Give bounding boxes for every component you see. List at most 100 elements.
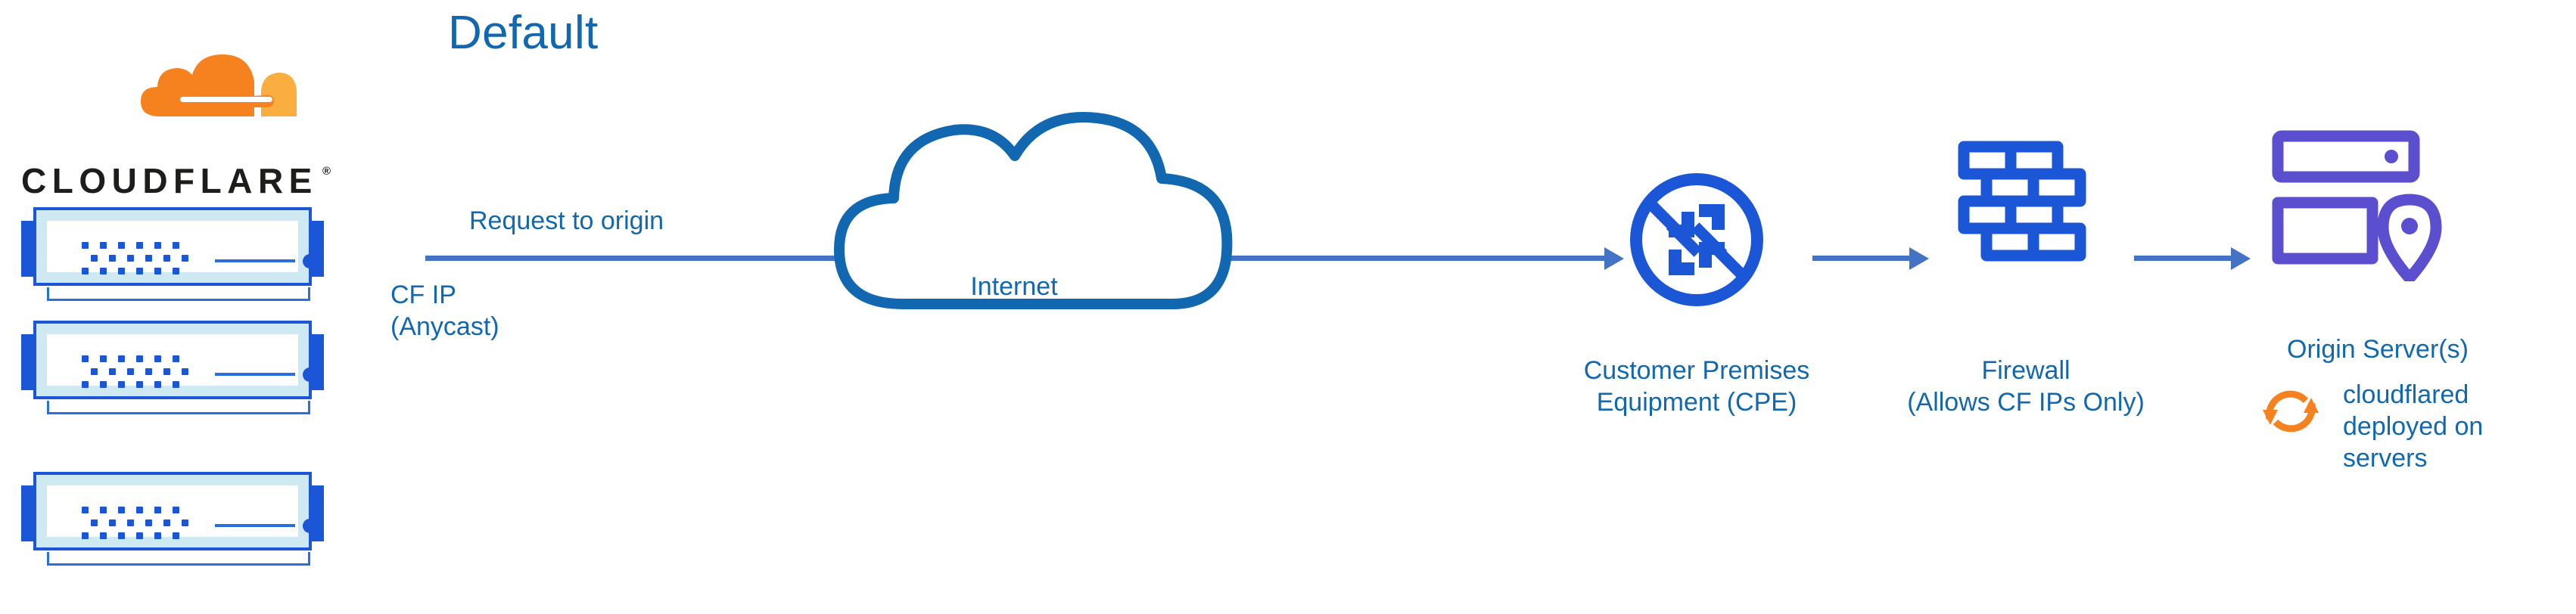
cloudflared-label-line1: cloudflared (2343, 380, 2469, 409)
rack-vent-dot (118, 381, 125, 388)
rack-faceplate (47, 334, 317, 388)
rack-vent-dot (182, 255, 188, 262)
page-title: Default (448, 7, 599, 59)
rack-vent-dot (109, 368, 116, 375)
rack-vent-dot (109, 519, 116, 526)
rack-vent-dot (82, 507, 89, 513)
rack-power-led (303, 254, 317, 268)
cloudflared-label-line3: servers (2343, 444, 2428, 473)
rack-vent-dot (145, 519, 152, 526)
rack-vent-dot (82, 355, 89, 362)
origin-server-label: Origin Server(s) (2287, 335, 2469, 364)
rack-vent-dot (127, 519, 134, 526)
rack-vent-dot (136, 532, 143, 539)
rack-vent-dot (127, 368, 134, 375)
rack-vent-dot (91, 519, 98, 526)
rack-vent-dot (91, 255, 98, 262)
request-flow-arrow-head (1604, 247, 1624, 270)
rack-vent-dots (82, 355, 195, 392)
rack-vent-dot (145, 368, 152, 375)
rack-vent-dot (173, 532, 179, 539)
rack-status-line (215, 524, 295, 527)
rack-vent-dot (82, 532, 89, 539)
rack-vent-dot (163, 368, 170, 375)
request-to-origin-label: Request to origin (469, 206, 664, 235)
rack-vent-dot (154, 242, 161, 249)
cloudflare-edge-server-rack (21, 469, 324, 566)
firewall-to-origin-arrow-line (2134, 256, 2232, 261)
rack-vent-dot (100, 532, 107, 539)
firewall-label-line2: (Allows CF IPs Only) (1907, 388, 2145, 417)
rack-vent-dot (154, 381, 161, 388)
cloudflared-label-line2: deployed on (2343, 412, 2484, 441)
rack-vent-dot (82, 381, 89, 388)
rack-shell (33, 207, 317, 286)
rack-vent-dot (136, 381, 143, 388)
rack-vent-dot (100, 355, 107, 362)
firewall-label-line1: Firewall (1981, 356, 2070, 385)
rack-status-line (215, 259, 295, 262)
rack-power-led (303, 367, 317, 382)
rack-vent-dot (182, 368, 188, 375)
rack-vent-dot (182, 519, 188, 526)
rack-vent-dot (163, 519, 170, 526)
cloudflare-logo: CLOUDFLARE ® (21, 54, 331, 204)
rack-vent-dot (136, 507, 143, 513)
rack-vent-dot (118, 355, 125, 362)
cloudflare-edge-server-rack (21, 204, 324, 301)
rack-vent-dot (118, 242, 125, 249)
cloud-outline-icon (834, 112, 1233, 309)
rack-vent-dot (91, 368, 98, 375)
rack-vent-dot (100, 268, 107, 274)
rack-vent-dots (82, 507, 195, 543)
rack-power-led (303, 519, 317, 533)
rack-vent-dot (163, 255, 170, 262)
rack-vent-dot (154, 507, 161, 513)
rack-vent-dot (100, 242, 107, 249)
rack-vent-dot (100, 381, 107, 388)
rack-vent-dot (100, 507, 107, 513)
cpe-to-firewall-arrow-head (1909, 247, 1929, 270)
router-icon (1630, 173, 1763, 306)
rack-vent-dot (109, 255, 116, 262)
rack-vent-dot (82, 268, 89, 274)
rack-vent-dots (82, 242, 195, 278)
rack-vent-dot (82, 242, 89, 249)
cloudflare-wordmark: CLOUDFLARE (21, 161, 318, 200)
rack-vent-dot (173, 507, 179, 513)
rack-foot (47, 401, 310, 414)
sync-circular-arrows-icon (2263, 390, 2319, 433)
rack-vent-dot (154, 355, 161, 362)
rack-shell (33, 472, 317, 550)
rack-foot (47, 287, 310, 301)
rack-vent-dot (173, 242, 179, 249)
cf-ip-label-line1: CF IP (390, 281, 456, 309)
rack-faceplate (47, 221, 317, 274)
rack-foot (47, 552, 310, 566)
cpe-label-line1: Customer Premises (1583, 356, 1810, 385)
rack-shell (33, 321, 317, 399)
server-location-pin-icon (2272, 130, 2442, 281)
cloudflare-edge-server-rack (21, 318, 324, 414)
rack-vent-dot (154, 532, 161, 539)
rack-vent-dot (136, 268, 143, 274)
rack-vent-dot (118, 507, 125, 513)
cpe-label-line2: Equipment (CPE) (1596, 388, 1797, 417)
rack-vent-dot (118, 268, 125, 274)
rack-vent-dot (173, 381, 179, 388)
rack-status-line (215, 373, 295, 376)
rack-vent-dot (118, 532, 125, 539)
firewall-to-origin-arrow-head (2231, 247, 2251, 270)
rack-vent-dot (154, 268, 161, 274)
registered-trademark-mark: ® (322, 165, 331, 178)
cf-ip-label-line2: (Anycast) (390, 312, 499, 341)
rack-vent-dot (173, 268, 179, 274)
rack-vent-dot (127, 255, 134, 262)
brick-wall-icon (1958, 141, 2086, 262)
rack-vent-dot (145, 255, 152, 262)
rack-vent-dot (136, 242, 143, 249)
cpe-to-firewall-arrow-line (1812, 256, 1911, 261)
cloudflare-cloud-logo-icon (141, 54, 297, 116)
rack-vent-dot (173, 355, 179, 362)
